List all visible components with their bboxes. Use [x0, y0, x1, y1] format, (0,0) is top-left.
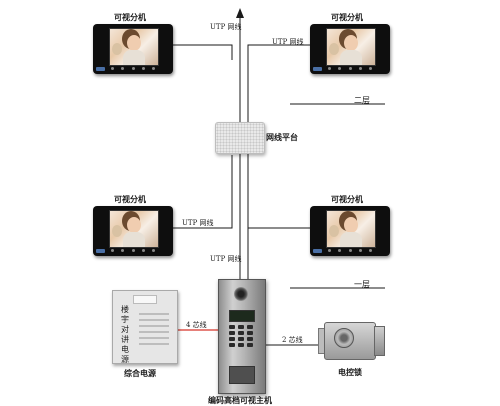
wire-top-right-monitor	[247, 44, 310, 60]
lock-label: 电控锁	[338, 368, 362, 377]
electric-lock	[318, 318, 385, 364]
wire-label-4core: 4 芯线	[186, 321, 207, 329]
monitor-buttons	[328, 67, 372, 71]
camera-icon	[234, 287, 248, 301]
brand-logo	[313, 249, 322, 253]
monitor-label-top-left: 可视分机	[114, 13, 146, 22]
monitor-screen	[109, 28, 159, 66]
floor-label-first: 一层	[354, 280, 370, 289]
monitor-bottom-right	[310, 206, 390, 256]
power-nameplate	[133, 295, 157, 304]
door-station-label: 编码高档可视主机	[208, 396, 272, 405]
brand-logo	[313, 67, 322, 71]
monitor-label-bottom-right: 可视分机	[331, 195, 363, 204]
brand-logo	[96, 249, 105, 253]
keypad	[229, 325, 254, 347]
network-hub	[215, 122, 265, 154]
monitor-top-right	[310, 24, 390, 74]
power-supply: 楼宇对讲电源	[112, 290, 178, 364]
wire-label-utp-top-right: UTP 网线	[272, 38, 304, 46]
monitor-buttons	[111, 249, 155, 253]
wire-bottom-right-monitor	[247, 210, 310, 229]
lock-side	[374, 326, 385, 356]
wire-label-utp-bottom: UTP 网线	[210, 255, 242, 263]
monitor-buttons	[328, 249, 372, 253]
power-panel-text: 楼宇对讲电源	[121, 305, 129, 364]
door-station	[218, 279, 266, 394]
wire-label-utp-bottom-left: UTP 网线	[182, 219, 214, 227]
monitor-buttons	[111, 67, 155, 71]
wire-top-left-monitor	[172, 44, 233, 60]
floor-label-second: 二层	[354, 96, 370, 105]
monitor-label-bottom-left: 可视分机	[114, 195, 146, 204]
riser-arrow	[236, 8, 244, 18]
power-supply-label: 综合电源	[124, 369, 156, 378]
wire-bottom-left-monitor	[172, 155, 233, 229]
monitor-label-top-right: 可视分机	[331, 13, 363, 22]
monitor-bottom-left	[93, 206, 173, 256]
power-panel-lines	[139, 313, 169, 349]
lock-body	[324, 322, 376, 360]
wire-label-2core: 2 芯线	[282, 336, 303, 344]
lock-cylinder-icon	[334, 328, 354, 348]
door-station-display	[229, 310, 255, 322]
brand-logo	[96, 67, 105, 71]
wire-label-utp-top: UTP 网线	[210, 23, 242, 31]
monitor-top-left	[93, 24, 173, 74]
hub-label: 网线平台	[266, 133, 298, 142]
monitor-screen	[326, 28, 376, 66]
monitor-screen	[326, 210, 376, 248]
card-reader	[229, 366, 255, 384]
monitor-screen	[109, 210, 159, 248]
